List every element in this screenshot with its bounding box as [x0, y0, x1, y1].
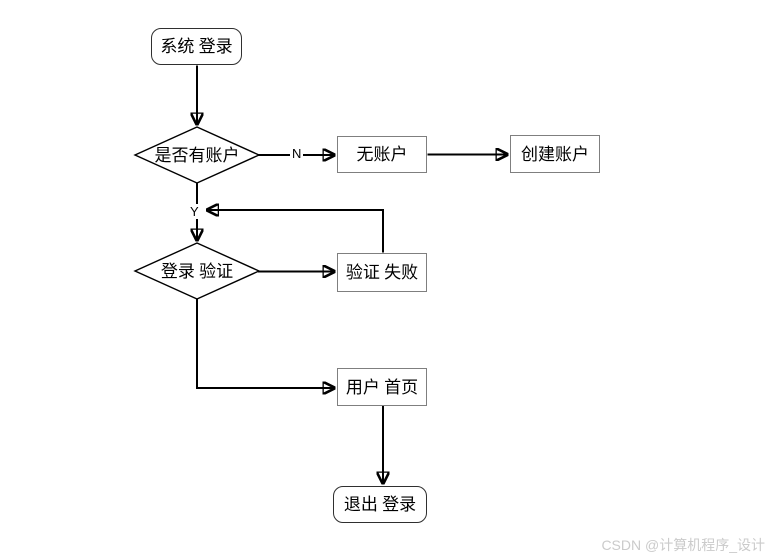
- edge-label-yes: Y: [188, 204, 201, 219]
- node-verify-fail: 验证 失败: [337, 253, 427, 292]
- node-user-home: 用户 首页: [337, 368, 427, 406]
- node-login-verify: 登录 验证: [136, 258, 258, 285]
- node-no-account-label: 无账户: [356, 145, 408, 164]
- csdn-watermark: CSDN @计算机程序_设计: [601, 537, 765, 553]
- edge-login-verify-to-user-home: [196, 299, 336, 388]
- node-logout: 退出 登录: [333, 486, 427, 523]
- node-no-account: 无账户: [337, 136, 427, 173]
- node-system-login: 系统 登录: [151, 28, 242, 65]
- decision-login-verify-shape: [133, 242, 261, 300]
- decision-has-account-shape: [133, 126, 261, 184]
- node-logout-label: 退出 登录: [343, 495, 417, 514]
- node-verify-fail-label: 验证 失败: [345, 263, 419, 282]
- node-has-account: 是否有账户: [136, 142, 258, 169]
- node-login-verify-label: 登录 验证: [160, 262, 234, 281]
- node-create-account-label: 创建账户: [521, 144, 589, 164]
- node-system-login-label: 系统 登录: [160, 37, 233, 56]
- node-user-home-label: 用户 首页: [345, 377, 419, 397]
- edge-verify-fail-back-to-yes-junction: [206, 210, 384, 253]
- node-create-account: 创建账户: [510, 135, 600, 173]
- node-has-account-label: 是否有账户: [154, 146, 240, 165]
- edge-label-no: N: [290, 146, 304, 161]
